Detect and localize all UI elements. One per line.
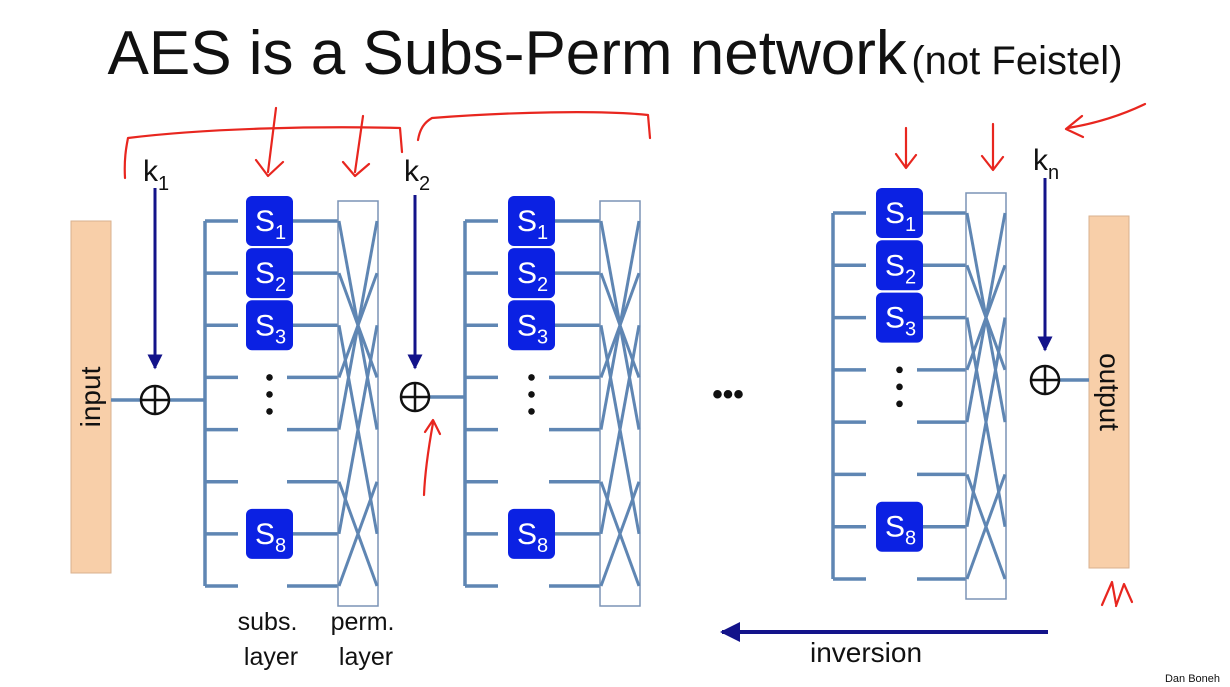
annotation-arrow-s1-last [894, 126, 918, 170]
perm-wire-5 [965, 212, 1007, 423]
key-label-n: kn [1033, 144, 1059, 184]
perm-wire-7 [599, 325, 641, 535]
sbox-label: S8 [885, 511, 916, 550]
slide-title: AES is a Subs-Perm network (not Feistel) [0, 18, 1230, 89]
vertical-ellipsis [266, 374, 273, 415]
annotation-arrow-output [1100, 580, 1134, 608]
perm-wire-8 [965, 473, 1007, 580]
xor-symbol-1 [139, 384, 171, 416]
key-label-2: k2 [404, 155, 430, 195]
sbox-shape [876, 240, 923, 291]
sbox-label: S1 [517, 205, 548, 244]
annotation-arrow-perm-last [980, 122, 1005, 172]
red-annotations [123, 102, 1147, 608]
sbox-label: S8 [517, 518, 548, 557]
vertical-ellipsis [896, 366, 903, 408]
output-label: output [1094, 353, 1125, 431]
sbox-shape [508, 508, 555, 559]
output-box [1088, 215, 1130, 569]
sbox-label: S2 [517, 257, 548, 296]
sbox-2: S2 [246, 248, 293, 299]
sbox-shape [876, 292, 923, 343]
sbox-shape [876, 188, 923, 238]
sbox-3: S3 [876, 292, 923, 343]
perm-wire-8 [337, 481, 379, 587]
sbox-1: S1 [246, 196, 293, 246]
sbox-label: S2 [255, 257, 286, 296]
xor-symbol-n [1029, 364, 1061, 396]
sbox-shape [876, 501, 923, 552]
sbox-1: S1 [876, 188, 923, 238]
sbox-2: S2 [508, 248, 555, 299]
perm-layer-label: perm. layer [331, 608, 402, 671]
perm-wire-7 [337, 325, 379, 535]
sbox-8: S8 [508, 508, 555, 559]
sbox-label: S1 [255, 205, 286, 244]
sbox-label: S1 [885, 197, 916, 236]
sbox-shape [508, 196, 555, 246]
sbox-3: S3 [246, 300, 293, 351]
annotation-bracket-1 [123, 126, 404, 180]
annotation-bracket-2 [416, 111, 652, 142]
sbox-label: S3 [255, 309, 286, 348]
sbox-shape [246, 196, 293, 246]
perm-wire-5 [599, 220, 641, 430]
subs-layer-label: subs. layer [238, 608, 305, 671]
sbox-1: S1 [508, 196, 555, 246]
annotation-arrow-perm [341, 114, 371, 178]
title-sub: (not Feistel) [911, 39, 1123, 83]
sbox-8: S8 [246, 508, 293, 559]
credit-label: Dan Boneh [1165, 673, 1220, 685]
sbox-shape [508, 300, 555, 351]
input-label: input [75, 366, 106, 427]
sbox-shape [246, 300, 293, 351]
rounds-ellipsis: ••• [712, 378, 744, 411]
sbox-label: S2 [885, 249, 916, 288]
vertical-ellipsis [528, 374, 535, 415]
sbox-3: S3 [508, 300, 555, 351]
perm-wire-7 [965, 317, 1007, 527]
key-label-1: k1 [143, 155, 169, 195]
input-box [70, 220, 112, 574]
sbox-8: S8 [876, 501, 923, 552]
inversion-label: inversion [810, 637, 922, 668]
sbox-shape [508, 248, 555, 299]
sbox-2: S2 [876, 240, 923, 291]
annotation-arrow-subs [254, 106, 285, 178]
annotation-arrow-xor [422, 418, 442, 497]
sbox-label: S3 [517, 309, 548, 348]
title-main: AES is a Subs-Perm network [107, 19, 907, 88]
perm-wire-8 [599, 481, 641, 587]
annotation-arrow-kn [1064, 102, 1147, 139]
xor-symbol-2 [399, 381, 431, 413]
sbox-label: S8 [255, 518, 286, 557]
perm-wire-5 [337, 220, 379, 430]
sbox-label: S3 [885, 302, 916, 341]
sbox-shape [246, 248, 293, 299]
sbox-shape [246, 508, 293, 559]
